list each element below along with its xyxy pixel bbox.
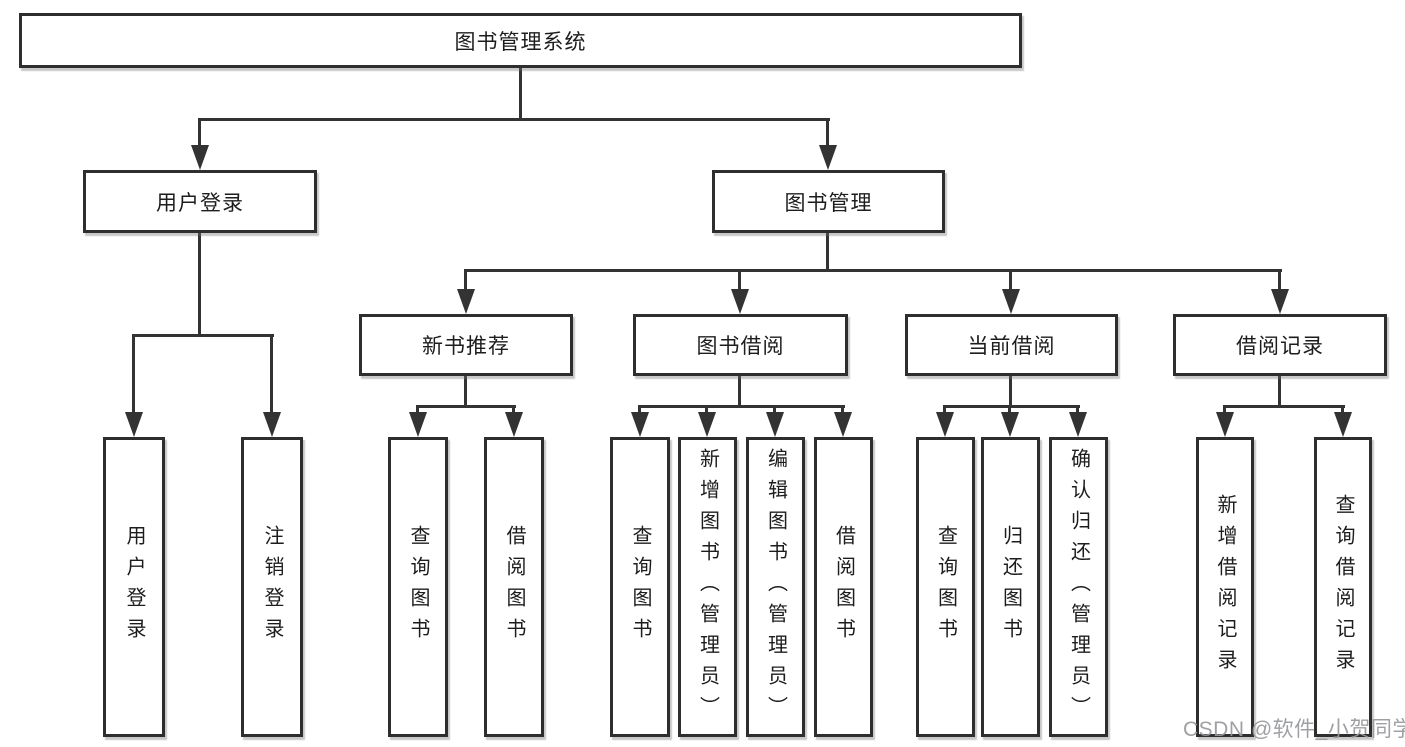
node-current-borrow: 当前借阅 [905,314,1118,376]
connector-bookborrow-trunk [738,376,741,408]
leaf-cb-return-books-label: 归还图书 [999,525,1022,649]
connector-newrec-arm-2 [512,405,515,415]
leaf-bb-add-books: 新增图书（管理员） [678,437,737,737]
arrowhead-down-icon [1271,289,1289,314]
connector-bookborrow-branch [638,405,845,408]
connector-userlogin-trunk [198,233,201,336]
leaf-br-query-record-label: 查询借阅记录 [1332,494,1354,680]
connector-userlogin-arm-right [270,334,273,414]
leaf-br-add-record: 新增借阅记录 [1196,437,1254,737]
arrowhead-down-icon [1002,289,1020,314]
connector-newrec-arm-1 [416,405,419,415]
arrowhead-down-icon [1334,412,1352,437]
connector-bookmgmt-trunk [826,233,829,271]
leaf-cb-query-books: 查询图书 [916,437,975,737]
node-root-label: 图书管理系统 [454,30,587,54]
leaf-cb-confirm-return-label: 确认归还（管理员） [1067,447,1090,727]
connector-newrec-branch [416,405,516,408]
node-book-mgmt-label: 图书管理 [784,191,873,215]
node-new-book-rec-label: 新书推荐 [422,335,510,358]
connector-userlogin-branch [132,334,274,337]
connector-root-arm-right [826,118,829,148]
arrowhead-down-icon [457,289,475,314]
arrowhead-down-icon [505,412,523,437]
leaf-rec-borrow-books: 借阅图书 [484,437,544,737]
leaf-user-login: 用户登录 [103,437,165,737]
arrowhead-down-icon [125,412,143,437]
connector-curborrow-branch [943,405,1080,408]
connector-bookborrow-arm-1 [638,405,641,415]
connector-bookmgmt-arm-1 [464,269,467,292]
connector-bookmgmt-arm-2 [738,269,741,292]
connector-root-trunk [519,68,522,120]
node-borrow-records: 借阅记录 [1173,314,1387,376]
leaf-rec-borrow-books-label: 借阅图书 [503,525,525,649]
leaf-rec-query-books: 查询图书 [388,437,448,737]
connector-bookmgmt-arm-3 [1009,269,1012,292]
arrowhead-down-icon [631,412,649,437]
node-borrow-records-label: 借阅记录 [1236,335,1324,358]
connector-root-branch [198,118,830,121]
leaf-rec-query-books-label: 查询图书 [407,525,429,649]
arrowhead-down-icon [698,412,716,437]
connector-newrec-trunk [464,376,467,408]
csdn-watermark: CSDN @软件_小贺同学 [1183,718,1405,741]
leaf-bb-borrow-books: 借阅图书 [814,437,873,737]
connector-bookborrow-arm-2 [705,405,708,415]
arrowhead-down-icon [1216,412,1234,437]
leaf-br-query-record: 查询借阅记录 [1314,437,1372,737]
connector-bookmgmt-arm-4 [1278,269,1281,292]
connector-curborrow-arm-3 [1076,405,1079,415]
node-book-borrow-label: 图书借阅 [696,335,785,358]
node-user-login-label: 用户登录 [156,191,244,215]
leaf-logout-label: 注销登录 [261,525,283,649]
arrowhead-down-icon [766,412,784,437]
connector-bookborrow-arm-3 [773,405,776,415]
leaf-cb-confirm-return: 确认归还（管理员） [1049,437,1108,737]
node-book-borrow: 图书借阅 [633,314,848,376]
leaf-logout: 注销登录 [241,437,303,737]
arrowhead-down-icon [834,412,852,437]
arrowhead-down-icon [936,412,954,437]
connector-curborrow-trunk [1009,376,1012,408]
connector-root-arm-left [198,118,201,148]
leaf-user-login-label: 用户登录 [123,525,145,649]
connector-bookmgmt-branch [464,269,1282,272]
connector-records-arm-2 [1341,405,1344,415]
arrowhead-down-icon [1001,412,1019,437]
leaf-bb-borrow-books-label: 借阅图书 [832,525,855,649]
connector-curborrow-arm-1 [943,405,946,415]
arrowhead-down-icon [191,145,209,170]
arrowhead-down-icon [819,145,837,170]
connector-records-arm-1 [1223,405,1226,415]
arrowhead-down-icon [409,412,427,437]
node-user-login: 用户登录 [83,170,317,233]
arrowhead-down-icon [1069,412,1087,437]
arrowhead-down-icon [263,412,281,437]
connector-records-trunk [1278,376,1281,408]
leaf-cb-query-books-label: 查询图书 [934,525,957,649]
leaf-bb-query-books: 查询图书 [610,437,670,737]
connector-records-branch [1223,405,1345,408]
node-book-mgmt: 图书管理 [712,170,945,233]
leaf-cb-return-books: 归还图书 [981,437,1040,737]
leaf-bb-edit-books-label: 编辑图书（管理员） [764,447,787,727]
connector-curborrow-arm-2 [1008,405,1011,415]
leaf-bb-add-books-label: 新增图书（管理员） [696,447,719,727]
leaf-bb-query-books-label: 查询图书 [629,525,651,649]
leaf-br-add-record-label: 新增借阅记录 [1214,494,1236,680]
connector-userlogin-arm-left [132,334,135,414]
arrowhead-down-icon [731,289,749,314]
node-current-borrow-label: 当前借阅 [967,335,1056,358]
connector-bookborrow-arm-4 [841,405,844,415]
leaf-bb-edit-books: 编辑图书（管理员） [746,437,805,737]
node-new-book-rec: 新书推荐 [359,314,573,376]
node-root: 图书管理系统 [19,13,1022,68]
